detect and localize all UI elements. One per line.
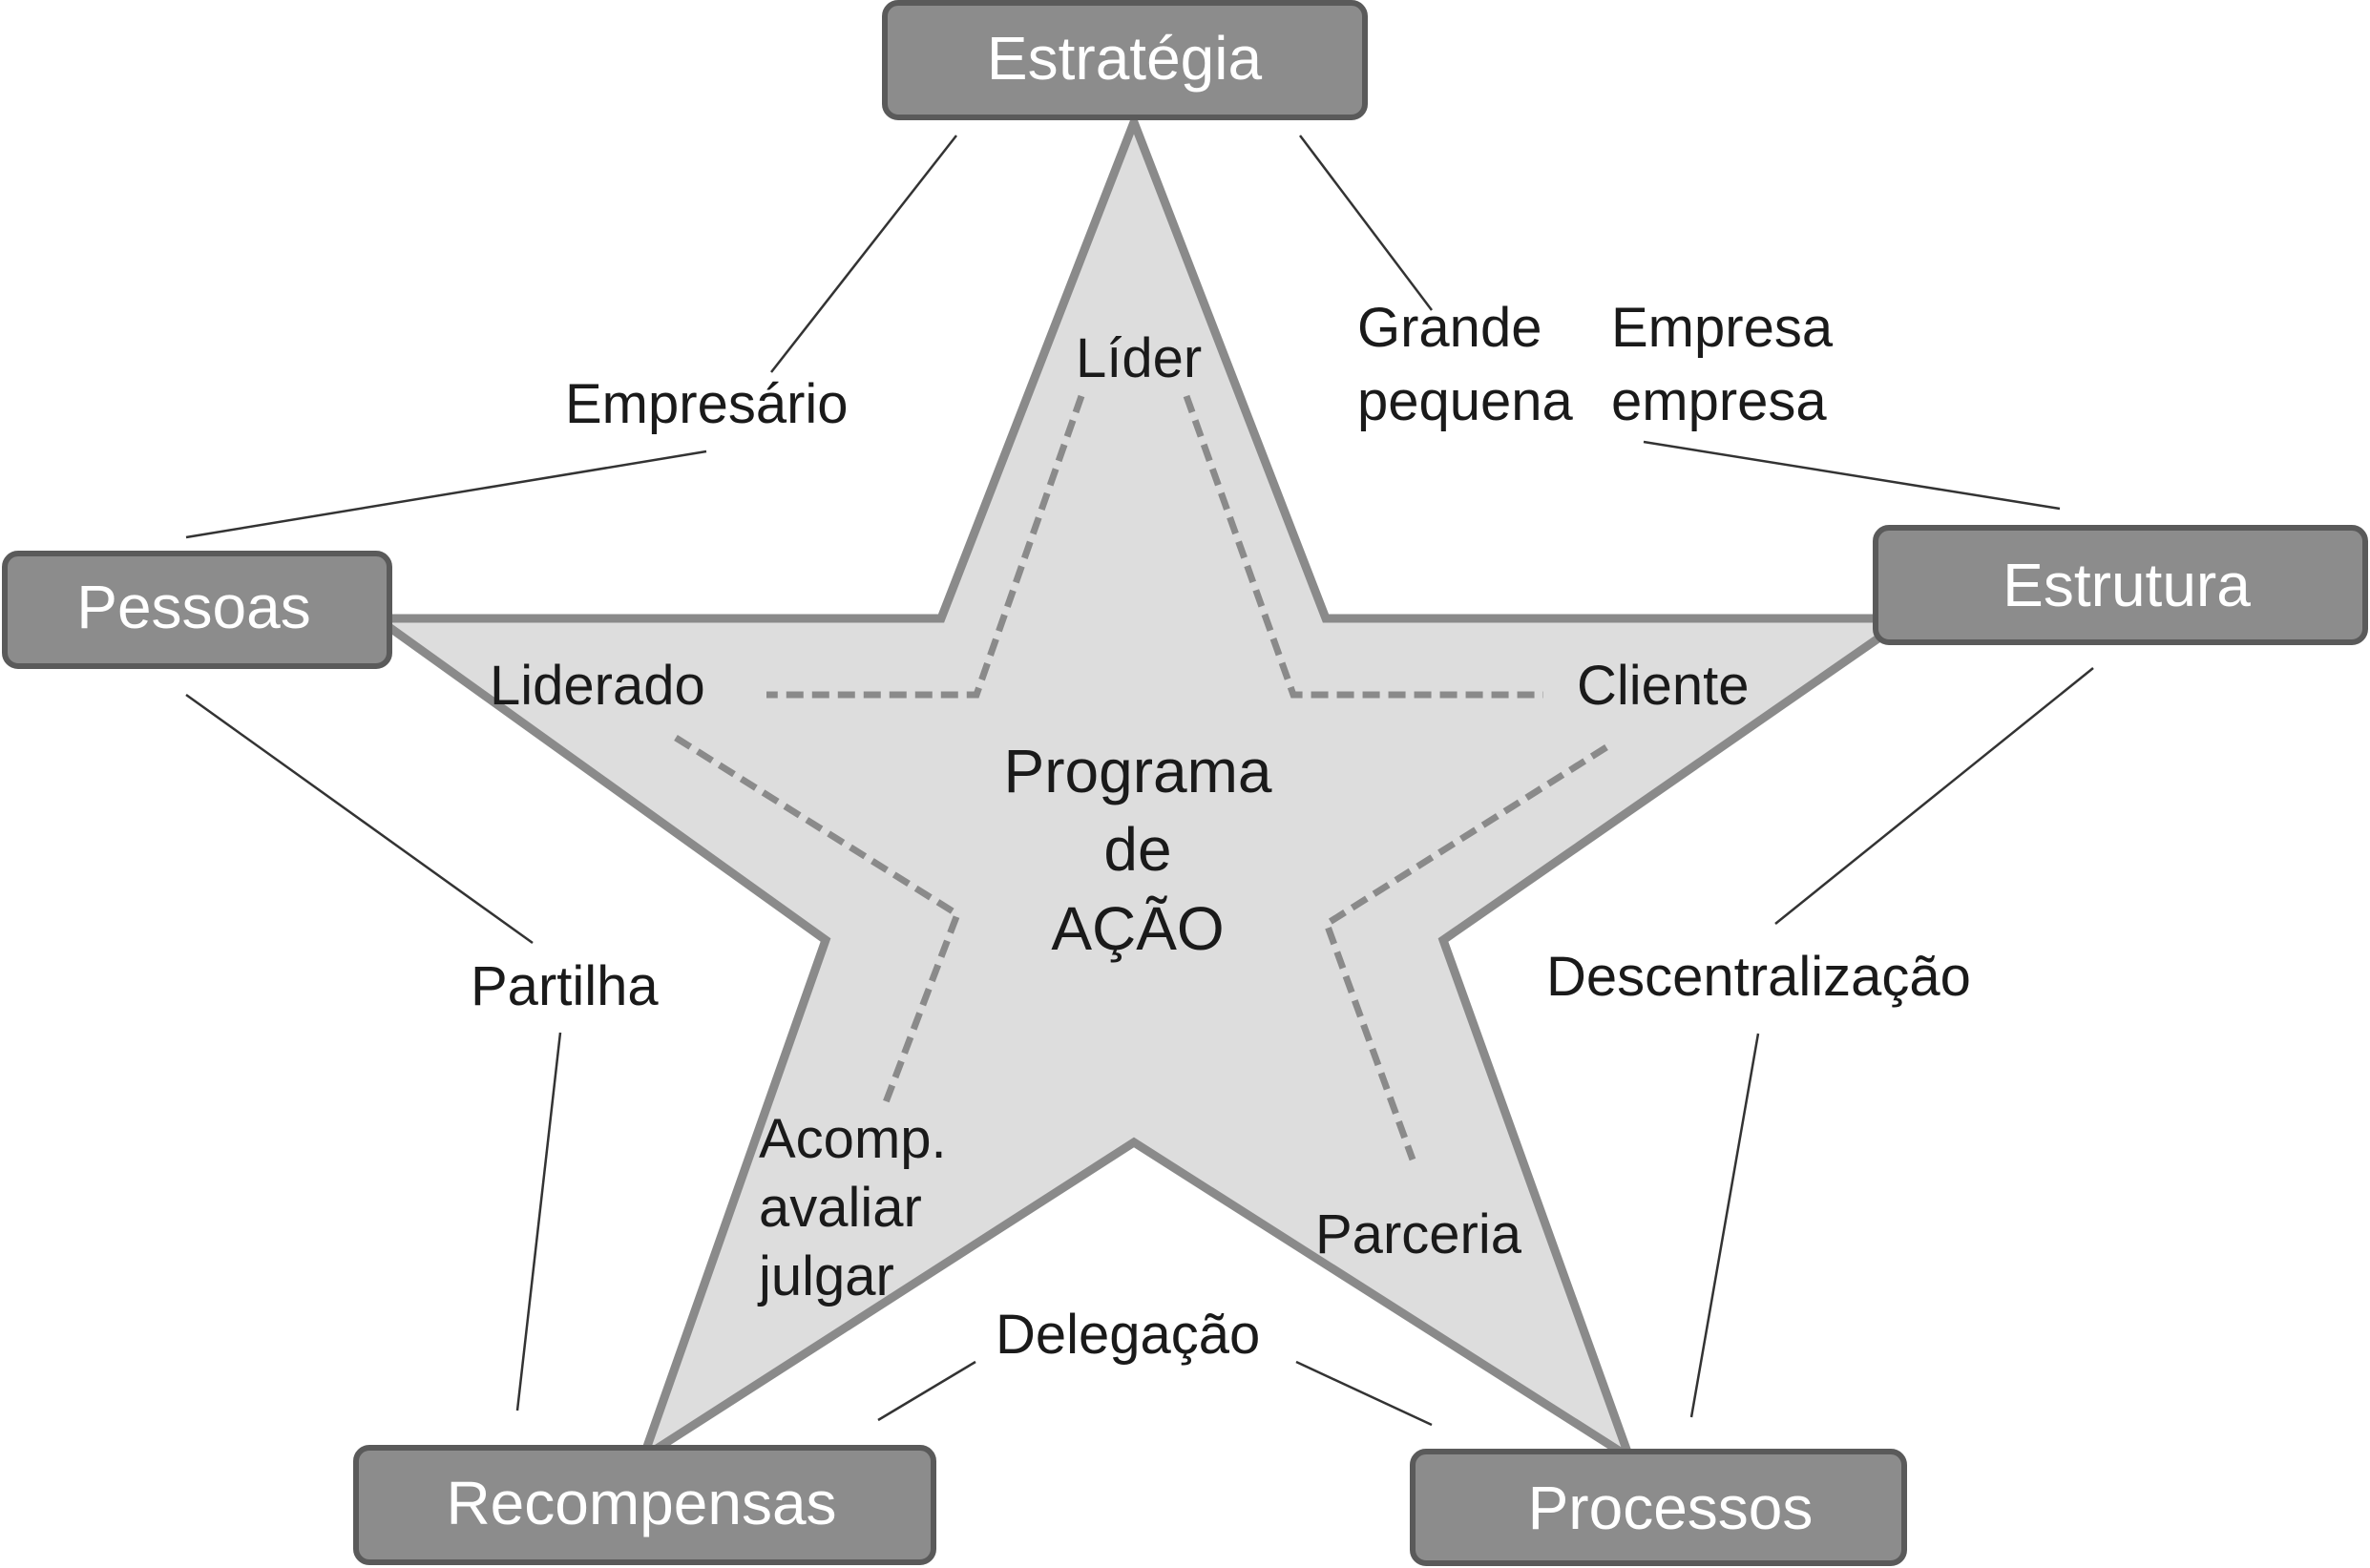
label-lider: Líder bbox=[1076, 327, 1202, 389]
connector-partilha-recompensas bbox=[515, 1032, 562, 1411]
dashed-cliente-parceria bbox=[1322, 744, 1608, 1161]
connector-delegacao-processos bbox=[1295, 1360, 1433, 1427]
connector-pessoas-partilha bbox=[185, 693, 534, 945]
label-liderado: Liderado bbox=[490, 655, 705, 717]
dashed-lider-liderado bbox=[766, 394, 1085, 699]
connector-estrutura-descentralizacao bbox=[1774, 667, 2094, 925]
label-partilha: Partilha bbox=[471, 955, 659, 1017]
label-avaliar: avaliar bbox=[759, 1177, 922, 1239]
label-parceria: Parceria bbox=[1315, 1203, 1522, 1265]
box-estrategia: Estratégia bbox=[882, 0, 1368, 120]
connector-descentralizacao-processos bbox=[1689, 1033, 1760, 1418]
label-grande: Grande bbox=[1357, 297, 1542, 359]
dashed-liderado-acomp bbox=[674, 735, 962, 1104]
box-estrutura: Estrutura bbox=[1873, 525, 2368, 645]
connector-estrategia-grande bbox=[1299, 135, 1433, 311]
label-delegacao: Delegação bbox=[996, 1304, 1260, 1366]
label-cliente: Cliente bbox=[1577, 655, 1750, 717]
box-estrutura-label: Estrutura bbox=[2003, 551, 2251, 619]
connector-empresario-pessoas bbox=[185, 449, 707, 539]
label-pequena: pequena bbox=[1357, 370, 1574, 432]
label-julgar: julgar bbox=[757, 1245, 894, 1307]
label-empresa-2: empresa bbox=[1611, 370, 1827, 432]
center-line-2: de bbox=[1103, 815, 1171, 884]
label-acomp: Acomp. bbox=[759, 1108, 947, 1170]
box-recompensas-label: Recompensas bbox=[446, 1469, 836, 1537]
center-line-1: Programa bbox=[1004, 737, 1272, 805]
dashed-lider-cliente bbox=[1183, 394, 1543, 699]
connector-estrategia-empresario bbox=[770, 135, 957, 373]
box-processos-label: Processos bbox=[1528, 1474, 1814, 1542]
connector-recompensas-delegacao bbox=[877, 1360, 976, 1422]
box-recompensas: Recompensas bbox=[353, 1445, 936, 1565]
box-processos: Processos bbox=[1410, 1449, 1907, 1566]
center-title: Programa de AÇÃO bbox=[1004, 737, 1272, 963]
center-line-3: AÇÃO bbox=[1051, 894, 1224, 963]
inner-dashed-paths bbox=[674, 394, 1608, 1161]
box-pessoas-label: Pessoas bbox=[76, 573, 310, 641]
label-empresa-1: Empresa bbox=[1611, 297, 1834, 359]
box-pessoas: Pessoas bbox=[2, 551, 392, 669]
connector-empresa-estrutura bbox=[1643, 440, 2061, 511]
connector-lines bbox=[185, 135, 2094, 1427]
box-estrategia-label: Estratégia bbox=[987, 24, 1263, 93]
label-descentralizacao: Descentralização bbox=[1546, 946, 1971, 1008]
label-empresario: Empresário bbox=[565, 373, 849, 435]
action-star bbox=[364, 110, 1921, 1468]
